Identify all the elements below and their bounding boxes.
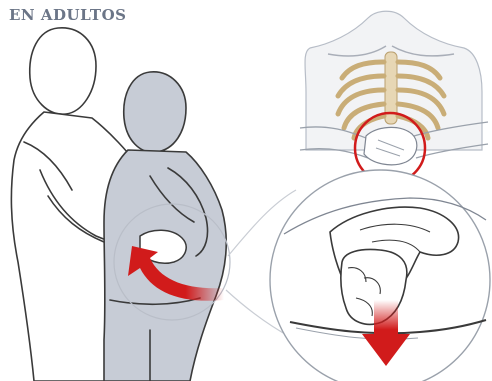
rescuer-head (30, 28, 96, 114)
victim-head (124, 72, 186, 152)
victim-body (104, 150, 226, 381)
victim-figure (104, 72, 226, 381)
ribcage-view (300, 11, 488, 165)
